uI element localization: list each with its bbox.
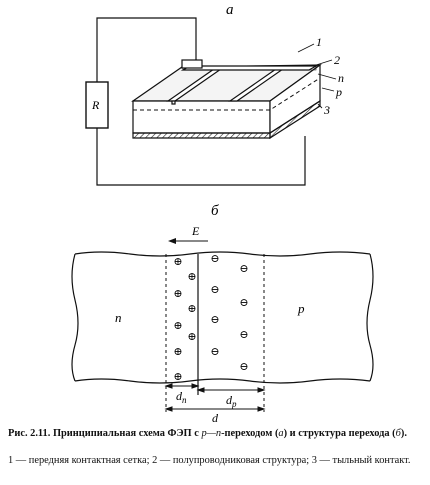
n-region-label: n [115, 310, 122, 325]
callout-p: p [335, 85, 342, 99]
caption-legend: 1 — передняя контактная сетка; 2 — полуп… [8, 455, 411, 466]
ion-charges: ⊕ ⊕ ⊕ ⊕ ⊕ ⊕ ⊕ ⊕ ⊖ ⊖ ⊖ ⊖ ⊖ ⊖ ⊖ ⊖ [173, 253, 248, 383]
dim-dn-label: dn [176, 389, 187, 405]
acceptor-ion: ⊖ [210, 284, 219, 296]
acceptor-ion: ⊖ [210, 314, 219, 326]
caption-b: б [395, 428, 401, 439]
donor-ion: ⊕ [187, 271, 196, 283]
acceptor-ion: ⊖ [239, 361, 248, 373]
dim-dp-label: dp [226, 393, 237, 409]
acceptor-ion: ⊖ [210, 253, 219, 265]
dim-d-label: d [212, 411, 219, 425]
caption-pn: p—n [201, 428, 222, 439]
field-arrow: E [168, 224, 208, 244]
donor-ion: ⊕ [173, 346, 182, 358]
donor-ion: ⊕ [173, 320, 182, 332]
solar-cell [131, 59, 322, 140]
depletion-boundaries [165, 254, 265, 412]
acceptor-ion: ⊖ [239, 297, 248, 309]
donor-ion: ⊕ [173, 256, 182, 268]
figure-a: а R [85, 2, 344, 186]
acceptor-ion: ⊖ [210, 346, 219, 358]
callouts [297, 43, 337, 109]
caption-title-2: -переходом ( [221, 428, 279, 439]
figure-canvas: а R [71, 2, 374, 425]
donor-ion: ⊕ [187, 331, 196, 343]
resistor: R [85, 81, 109, 129]
dimension-lines [164, 383, 266, 412]
callout-n: n [338, 71, 344, 85]
p-region-label: p [297, 301, 305, 316]
donor-ion: ⊕ [173, 288, 182, 300]
caption-title: Рис. 2.11. Принципиальная схема ФЭП с [8, 428, 199, 439]
acceptor-ion: ⊖ [239, 263, 248, 275]
callout-1: 1 [316, 35, 322, 49]
figure-caption: Рис. 2.11. Принципиальная схема ФЭП с p—… [8, 428, 424, 441]
region-boundaries [71, 251, 374, 384]
caption-a: а [278, 428, 284, 439]
caption-title-mid: ) и структура перехода ( [283, 428, 396, 439]
callout-3: 3 [323, 103, 330, 117]
resistor-label: R [91, 98, 100, 112]
caption-title-end: ). [400, 428, 407, 439]
callout-2: 2 [334, 53, 340, 67]
donor-ion: ⊕ [173, 371, 182, 383]
figure-a-label: а [226, 2, 234, 18]
field-label: E [191, 224, 200, 238]
donor-ion: ⊕ [187, 303, 196, 315]
acceptor-ion: ⊖ [239, 329, 248, 341]
figure-b: б E n p ⊕ ⊕ ⊕ ⊕ ⊕ ⊕ ⊕ ⊕ ⊖ ⊖ ⊖ ⊖ ⊖ ⊖ ⊖ ⊖ [71, 203, 374, 425]
figure-b-label: б [211, 203, 219, 219]
